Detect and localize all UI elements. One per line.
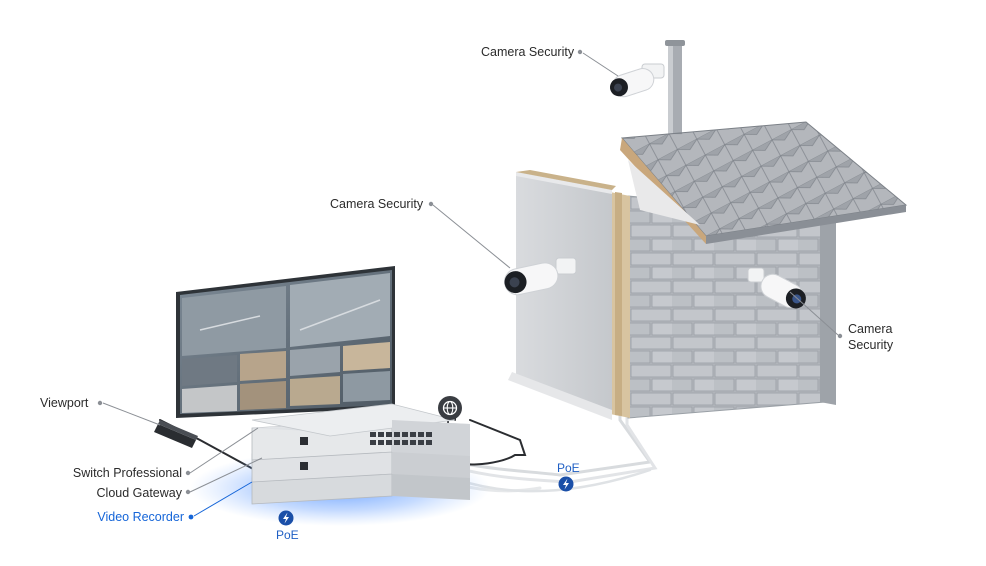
camera-right-label-line2: Security <box>848 338 894 352</box>
poe-label-left: PoE <box>276 528 299 542</box>
camera-left-label: Camera Security <box>330 197 424 211</box>
camera-top <box>609 63 665 98</box>
leader-lines <box>102 52 839 517</box>
poe-badge-right <box>558 476 574 492</box>
rack-stack <box>251 403 470 505</box>
leader-dots <box>97 49 843 520</box>
gateway-label: Cloud Gateway <box>96 486 182 500</box>
camera-right <box>747 267 806 309</box>
camera-left <box>503 257 577 296</box>
poe-label-right: PoE <box>557 461 580 475</box>
viewport-device <box>154 420 198 448</box>
poe-badge-left <box>278 510 294 526</box>
viewport-label: Viewport <box>40 396 89 410</box>
switch-label: Switch Professional <box>72 466 182 480</box>
recorder-label: Video Recorder <box>97 510 184 524</box>
house <box>508 121 908 420</box>
monitor <box>176 266 395 418</box>
camera-top-label: Camera Security <box>481 45 575 59</box>
camera-right-label-line1: Camera <box>848 322 893 336</box>
globe-icon <box>438 396 462 420</box>
